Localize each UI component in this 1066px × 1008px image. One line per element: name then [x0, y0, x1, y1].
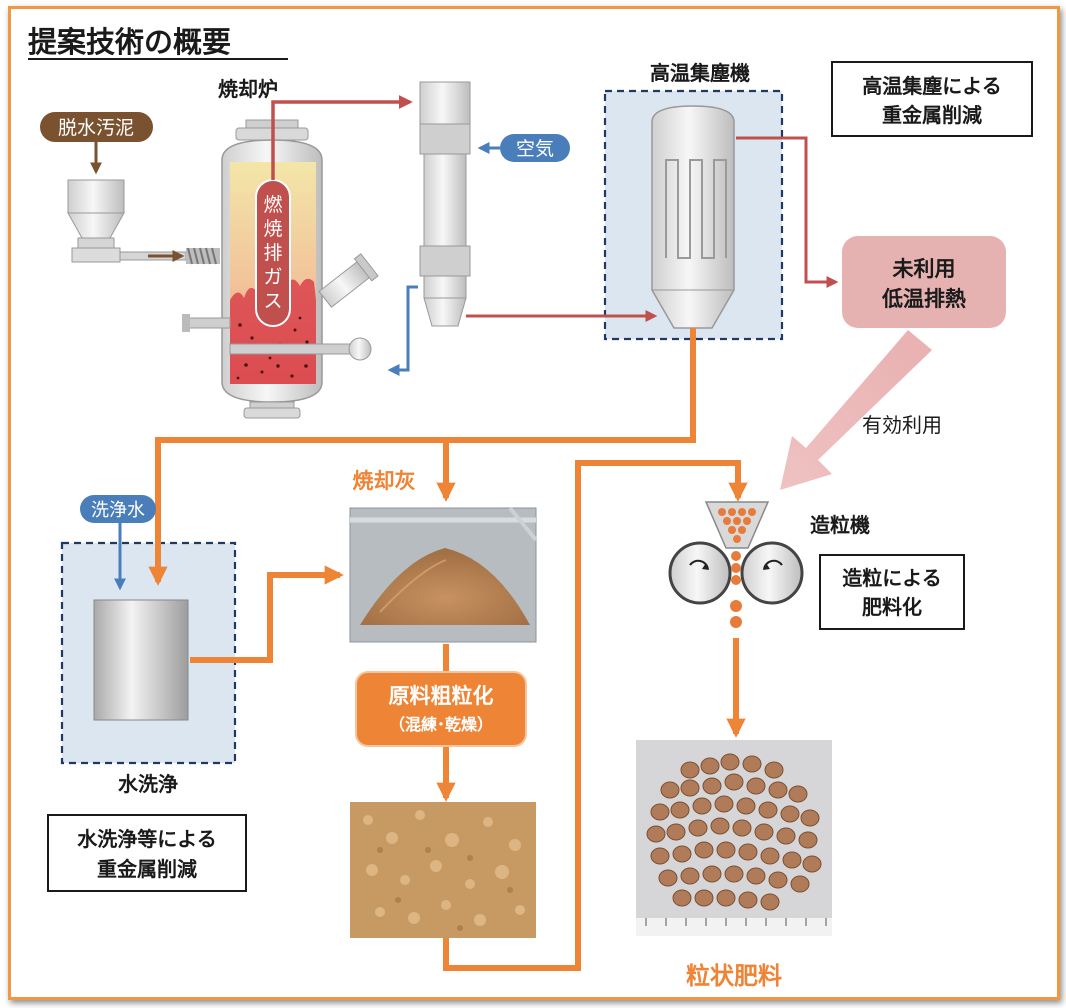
hot-collector-note-box — [831, 61, 1033, 137]
granules-to-granulator-line — [443, 460, 748, 971]
wash-tank — [93, 599, 189, 721]
unused-heat-line1: 未利用 — [893, 257, 956, 281]
granulator-label: 造粒機 — [810, 513, 870, 537]
wash-water-label: 洗浄水 — [91, 500, 145, 521]
washed-ash-line — [190, 565, 344, 663]
coarse-granules-photo — [350, 802, 536, 938]
gas-char: ス — [263, 290, 282, 312]
gas-cooler — [419, 81, 471, 327]
granulation-note-line2: 肥料化 — [862, 595, 922, 619]
coarse-granulation-line1: 原料粗粒化 — [389, 684, 494, 708]
page-title: 提案技術の概要 — [28, 25, 231, 59]
sludge-hopper — [67, 179, 187, 263]
wash-note-box — [47, 814, 247, 892]
hot-collector-note-line1: 高温集塵による — [862, 74, 1001, 98]
coarse-granulation-line2: （混練･乾燥） — [389, 715, 493, 734]
fertilizer-label: 粒状肥料 — [686, 962, 782, 990]
ash-main-line — [148, 328, 696, 586]
screw-feeder — [186, 247, 220, 265]
gas-char: 燃 — [263, 194, 282, 216]
fertilizer-photo — [636, 740, 832, 936]
coarse-granulation-box — [355, 671, 527, 747]
granulator — [668, 501, 804, 628]
granulation-note-line1: 造粒による — [842, 566, 941, 590]
ash-label: 焼却灰 — [353, 469, 416, 493]
wash-note-line2: 重金属削減 — [97, 857, 197, 881]
effective-use-label: 有効利用 — [862, 413, 942, 437]
dewatered-sludge-label: 脱水汚泥 — [58, 117, 134, 139]
exhaust-gas-line — [271, 95, 413, 180]
hot-collector-note-line2: 重金属削減 — [882, 103, 982, 127]
ash-photo — [349, 506, 538, 643]
cooling-return-line — [387, 285, 418, 376]
gas-char: 排 — [263, 242, 282, 264]
wash-water-tag — [80, 495, 156, 523]
water-washing-label: 水洗浄 — [118, 772, 178, 796]
dewatered-sludge-tag — [40, 112, 153, 142]
gas-char: ガ — [263, 266, 282, 288]
wash-note-line1: 水洗浄等による — [77, 827, 216, 851]
hot-collector-label: 高温集塵機 — [650, 61, 750, 85]
exhaust-to-heat-line — [736, 136, 839, 288]
incinerator-label: 焼却炉 — [218, 77, 278, 101]
air-label: 空気 — [516, 138, 554, 160]
gas-char: 焼 — [263, 218, 282, 240]
hot-collector-vessel — [651, 105, 735, 329]
air-tag — [500, 134, 570, 162]
granulation-note-box — [819, 554, 965, 630]
unused-heat-box — [842, 236, 1006, 328]
unused-heat-line2: 低温排熱 — [881, 287, 966, 311]
effective-use-arrow — [780, 330, 932, 490]
